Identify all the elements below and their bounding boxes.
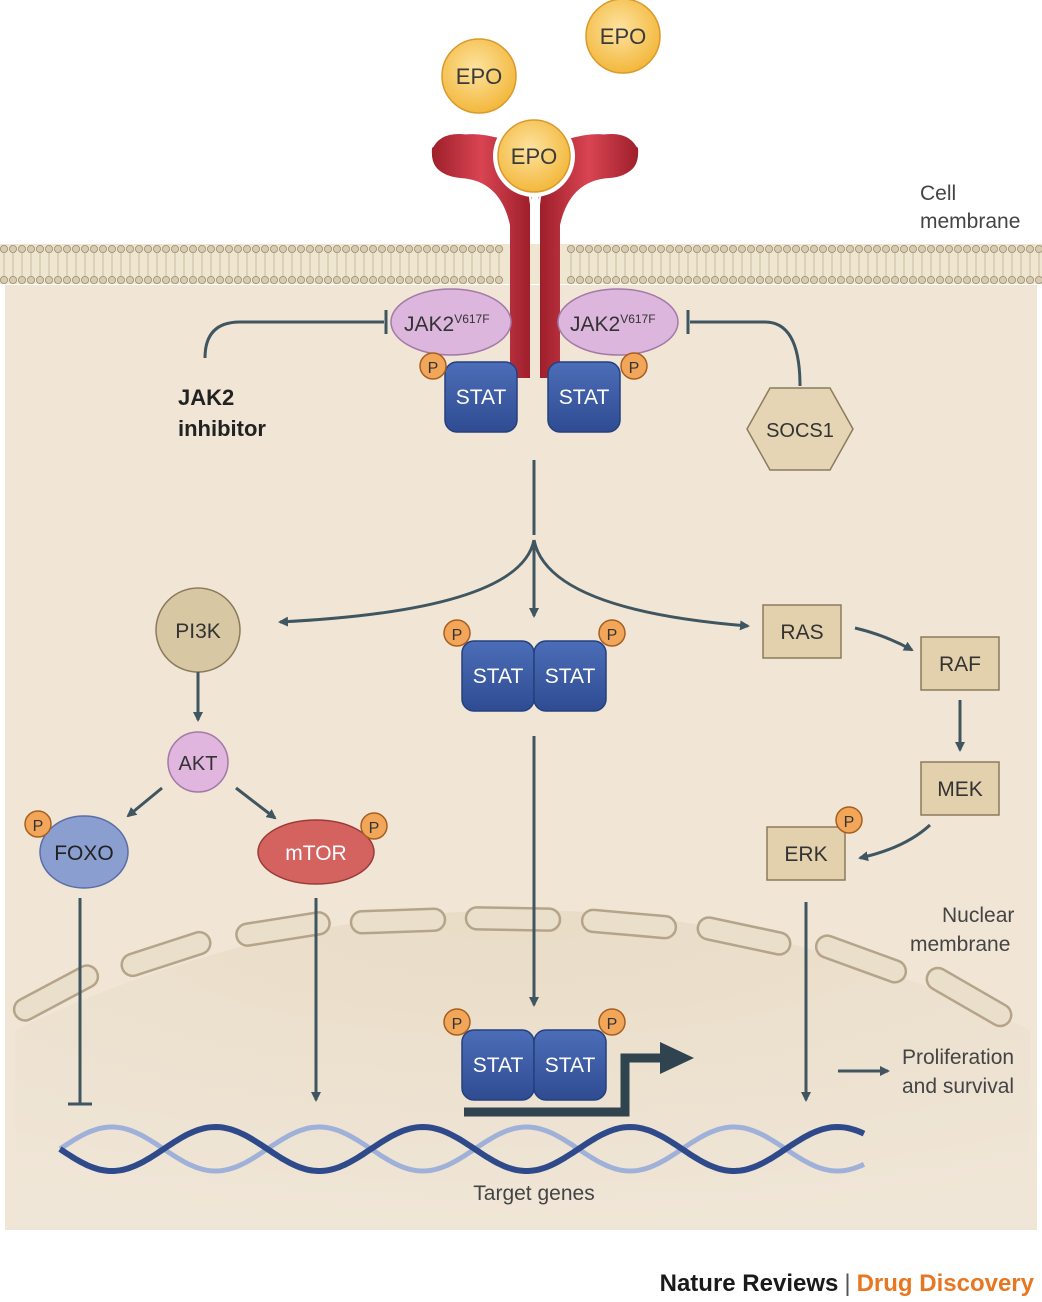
credit-separator: | bbox=[844, 1270, 851, 1297]
ras-to-raf-arrow bbox=[854, 626, 914, 652]
socs1-arrow bbox=[686, 310, 802, 387]
proliferation-label: and survival bbox=[902, 1075, 1014, 1098]
phospho-foxo: P bbox=[24, 810, 52, 838]
stat-label: STAT bbox=[545, 665, 596, 688]
stat-label: STAT bbox=[545, 1054, 596, 1077]
branch-arrows bbox=[278, 460, 750, 631]
ras: RAS bbox=[762, 604, 842, 659]
foxo: FOXO bbox=[39, 815, 129, 889]
raf-label: RAF bbox=[939, 653, 981, 676]
journal-name: Drug Discovery bbox=[856, 1270, 1034, 1297]
svg-text:JAK2V617F: JAK2V617F bbox=[404, 312, 490, 336]
jak2-inhibitor-label: inhibitor bbox=[178, 416, 266, 441]
phospho-erk: P bbox=[835, 806, 863, 834]
proliferation-label: Proliferation bbox=[902, 1046, 1014, 1069]
phospho-jak2-left: P bbox=[419, 352, 447, 380]
mtor: mTOR bbox=[257, 819, 375, 885]
phospho-label: P bbox=[452, 1016, 463, 1033]
phospho-label: P bbox=[428, 360, 439, 377]
ras-label: RAS bbox=[780, 621, 823, 644]
phospho-label: P bbox=[844, 814, 855, 831]
foxo-inhibits-genes bbox=[68, 898, 92, 1106]
phospho-mtor: P bbox=[360, 812, 388, 840]
stat-label: STAT bbox=[473, 665, 524, 688]
epo-label: EPO bbox=[600, 24, 646, 49]
mtor-label: mTOR bbox=[285, 842, 346, 865]
phospho-label: P bbox=[33, 818, 44, 835]
stat-label: STAT bbox=[456, 386, 507, 409]
pi3k-label: PI3K bbox=[175, 620, 221, 643]
jak2-right: JAK2V617F bbox=[557, 288, 679, 356]
epo-label: EPO bbox=[456, 64, 502, 89]
akt-to-mtor-arrow bbox=[235, 786, 277, 820]
nuclear-membrane-label: Nuclear bbox=[942, 904, 1014, 927]
phospho-label: P bbox=[607, 1016, 618, 1033]
epo-ligand-bound: EPO bbox=[493, 115, 575, 197]
erk-label: ERK bbox=[784, 843, 827, 866]
stat-dimer-cytoplasm: STAT STAT bbox=[461, 640, 607, 712]
phospho-stat-nucleus-right: P bbox=[598, 1008, 626, 1036]
publisher-name: Nature Reviews bbox=[659, 1270, 839, 1297]
raf: RAF bbox=[920, 636, 1000, 691]
stat-dimer-nucleus: STAT STAT bbox=[461, 1029, 607, 1101]
socs1-label: SOCS1 bbox=[766, 420, 834, 442]
cell-membrane-label: membrane bbox=[920, 210, 1020, 233]
phospho-label: P bbox=[629, 360, 640, 377]
akt: AKT bbox=[167, 731, 229, 793]
akt-label: AKT bbox=[179, 753, 218, 775]
nuclear-membrane-label: membrane bbox=[910, 933, 1010, 956]
phospho-stat-dimer-right: P bbox=[598, 619, 626, 647]
phospho-jak2-right: P bbox=[620, 352, 648, 380]
pi3k: PI3K bbox=[155, 587, 241, 673]
stat-left-receptor: STAT bbox=[444, 361, 518, 433]
erk: ERK bbox=[766, 826, 846, 881]
epo-ligand-free-1: EPO bbox=[441, 38, 517, 114]
mek-to-erk-arrow bbox=[858, 823, 932, 862]
socs1: SOCS1 bbox=[746, 387, 854, 471]
akt-to-foxo-arrow bbox=[126, 786, 163, 818]
jak2-left: JAK2V617F bbox=[390, 288, 512, 356]
target-genes-label: Target genes bbox=[473, 1182, 594, 1205]
phospho-stat-dimer-left: P bbox=[443, 619, 471, 647]
phospho-label: P bbox=[369, 820, 380, 837]
jak2-label: JAK2 bbox=[404, 313, 454, 336]
journal-credit: Nature Reviews|Drug Discovery bbox=[0, 1270, 1034, 1298]
jak2-mutation-label: V617F bbox=[620, 312, 655, 326]
jak2-mutation-label: V617F bbox=[454, 312, 489, 326]
epo-label: EPO bbox=[511, 144, 557, 169]
jak2-label: JAK2 bbox=[570, 313, 620, 336]
nuclear-membrane bbox=[12, 906, 1013, 1028]
stat-label: STAT bbox=[559, 386, 610, 409]
jak2-inhibitor-label: JAK2 bbox=[178, 385, 234, 410]
stat-right-receptor: STAT bbox=[547, 361, 621, 433]
svg-text:JAK2V617F: JAK2V617F bbox=[570, 312, 656, 336]
phospho-stat-nucleus-left: P bbox=[443, 1008, 471, 1036]
mek-label: MEK bbox=[937, 778, 983, 801]
epo-jak2-signaling-diagram: EPO EPO EPO Cell membrane JAK2V617F JAK2… bbox=[0, 0, 1042, 1230]
mek: MEK bbox=[920, 761, 1000, 816]
dna-helix bbox=[58, 1123, 866, 1174]
phospho-label: P bbox=[452, 627, 463, 644]
phospho-label: P bbox=[607, 627, 618, 644]
epo-ligand-free-2: EPO bbox=[585, 0, 661, 74]
stat-label: STAT bbox=[473, 1054, 524, 1077]
transcription-arrow bbox=[464, 1042, 694, 1117]
jak2-inhibitor-arrow bbox=[203, 310, 388, 359]
foxo-label: FOXO bbox=[54, 842, 114, 865]
cell-membrane-label: Cell bbox=[920, 182, 956, 205]
